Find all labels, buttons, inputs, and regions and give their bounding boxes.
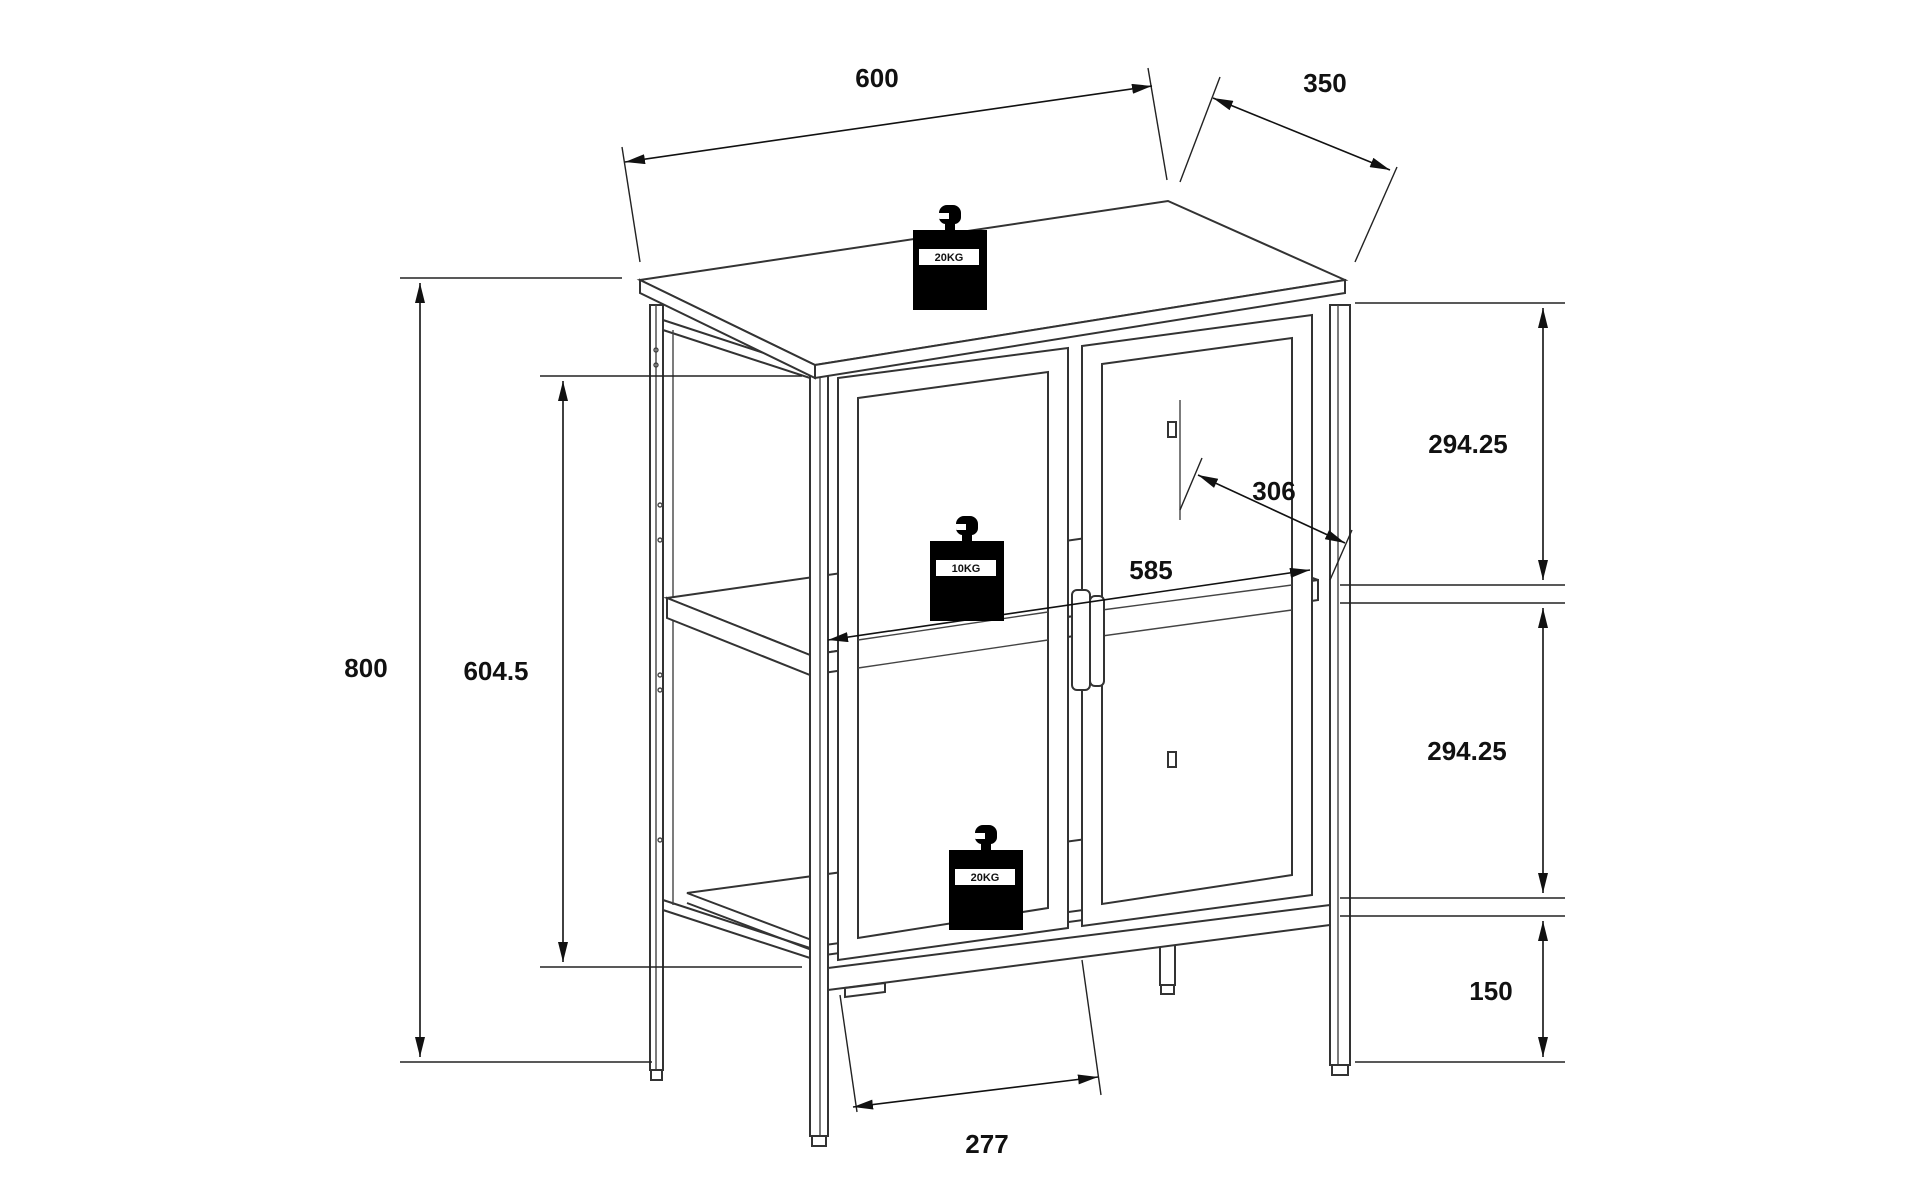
bottom-front-rail — [827, 903, 1331, 999]
dim-shelf-depth-label: 306 — [1252, 476, 1295, 506]
dim-total-height-label: 800 — [344, 653, 387, 683]
dim-lower-compartment-label: 294.25 — [1427, 736, 1507, 766]
dim-top-depth-label: 350 — [1303, 68, 1346, 98]
door-handle — [1071, 589, 1105, 691]
dim-277-line — [852, 1074, 1099, 1110]
weight-label-shelf: 10KG — [952, 563, 981, 575]
front-right-post — [1329, 304, 1351, 1076]
dim-body-height-label: 604.5 — [463, 656, 528, 686]
back-left-post — [649, 304, 664, 1081]
weight-icon-bottom: 20KG — [949, 825, 1023, 930]
front-left-post — [809, 375, 829, 1147]
dim-top-width-label: 600 — [855, 63, 898, 93]
dimension-labels: 600 350 800 604.5 294.25 294.25 150 306 … — [344, 63, 1512, 1159]
extension-lines — [400, 67, 1565, 1113]
weight-icon-shelf: 10KG — [930, 516, 1004, 621]
tabletop — [636, 199, 1349, 380]
left-glass-door — [837, 346, 1069, 962]
weight-label-bottom: 20KG — [971, 872, 1000, 884]
dimension-lines — [415, 83, 1548, 1110]
right-glass-door — [1081, 313, 1313, 928]
dim-350-line — [1212, 97, 1391, 171]
dim-585-line — [827, 567, 1311, 643]
weight-label-top: 20KG — [935, 252, 964, 264]
cabinet — [636, 199, 1351, 1147]
dim-door-width-label: 277 — [965, 1129, 1008, 1159]
dim-upper-compartment-label: 294.25 — [1428, 429, 1508, 459]
dim-leg-height-label: 150 — [1469, 976, 1512, 1006]
dim-306-line — [1197, 474, 1346, 544]
dim-shelf-width-label: 585 — [1129, 555, 1172, 585]
dim-600-line — [624, 83, 1153, 165]
weight-icon-top: 20KG — [913, 205, 987, 310]
